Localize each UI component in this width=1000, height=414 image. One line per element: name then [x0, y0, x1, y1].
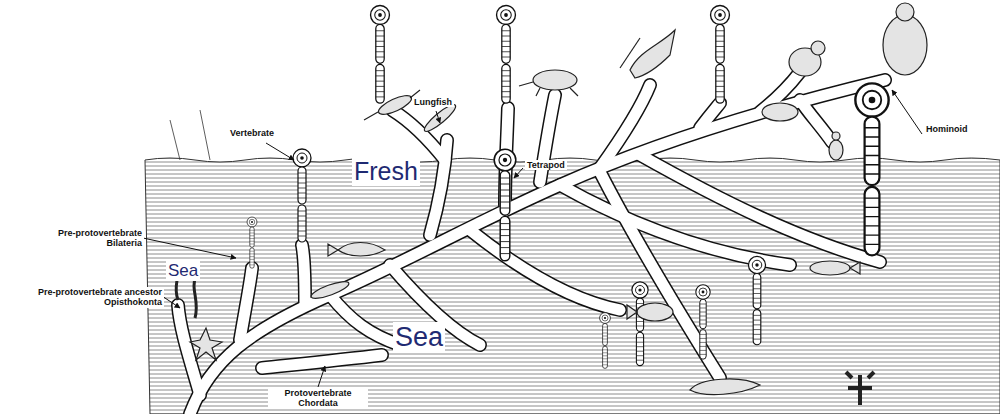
- callout-label: Pre-protovertebrate ancestor Opisthokont…: [2, 287, 164, 308]
- leader-arrows: [143, 90, 922, 387]
- chromosome-icons: [247, 6, 889, 369]
- region-label: Fresh: [352, 157, 420, 186]
- tree-branches: [178, 72, 885, 414]
- animal-figures: [176, 3, 927, 405]
- callout-label: Hominoid: [924, 124, 970, 134]
- region-label: Sea: [393, 322, 445, 353]
- callout-label: Pre-protovertebrate Bilateria: [36, 228, 144, 249]
- callout-label: Protovertebrate Chordata: [268, 388, 368, 409]
- callout-label: Vertebrate: [228, 128, 276, 138]
- callout-label: Tetrapod: [525, 160, 567, 170]
- region-label: Sea: [166, 261, 200, 281]
- callout-label: Lungfish: [412, 97, 454, 107]
